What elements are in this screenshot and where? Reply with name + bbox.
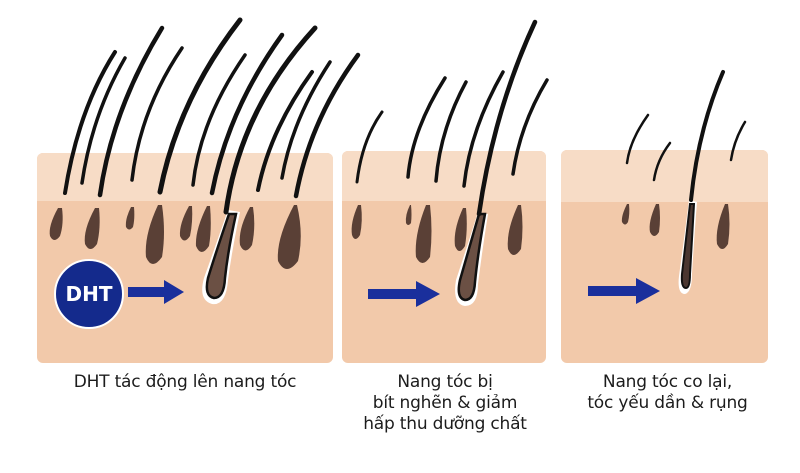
caption-line: Nang tóc bị	[397, 372, 493, 392]
caption-stage-3: Nang tóc co lại, tóc yếu dần & rụng	[560, 372, 775, 414]
panel-stage-2	[342, 19, 549, 363]
hair-strands	[63, 17, 361, 215]
affected-follicle	[457, 212, 487, 302]
skin-block	[342, 151, 546, 363]
caption-line: bít nghẽn & giảm	[372, 393, 518, 413]
caption-line: Nang tóc co lại,	[602, 372, 733, 392]
panel-stage-3	[561, 70, 768, 363]
follicle-roots	[351, 205, 523, 263]
hair-strands	[625, 70, 747, 202]
arrow-icon	[588, 278, 660, 304]
arrow-icon	[128, 280, 184, 304]
skin-surface-layer	[342, 151, 546, 201]
caption-stage-1: DHT tác động lên nang tóc	[30, 372, 340, 393]
panel-stage-1: DHT	[37, 17, 361, 363]
skin-block	[561, 150, 768, 363]
caption-stage-2: Nang tóc bị bít nghẽn & giảm hấp thu dưỡ…	[340, 372, 550, 435]
follicle-roots	[49, 205, 301, 269]
skin-surface-layer	[561, 150, 768, 202]
caption-line: tóc yếu dần & rụng	[587, 393, 748, 413]
affected-follicle	[680, 203, 696, 290]
dht-circle	[54, 259, 124, 329]
dht-label: DHT	[66, 282, 113, 306]
arrow-icon	[368, 281, 440, 307]
hair-strands	[355, 19, 549, 217]
caption-line: DHT tác động lên nang tóc	[73, 372, 297, 392]
dht-badge: DHT	[54, 259, 124, 329]
follicle-roots	[621, 204, 730, 249]
affected-follicle	[205, 212, 238, 300]
caption-line: hấp thu dưỡng chất	[363, 414, 527, 434]
